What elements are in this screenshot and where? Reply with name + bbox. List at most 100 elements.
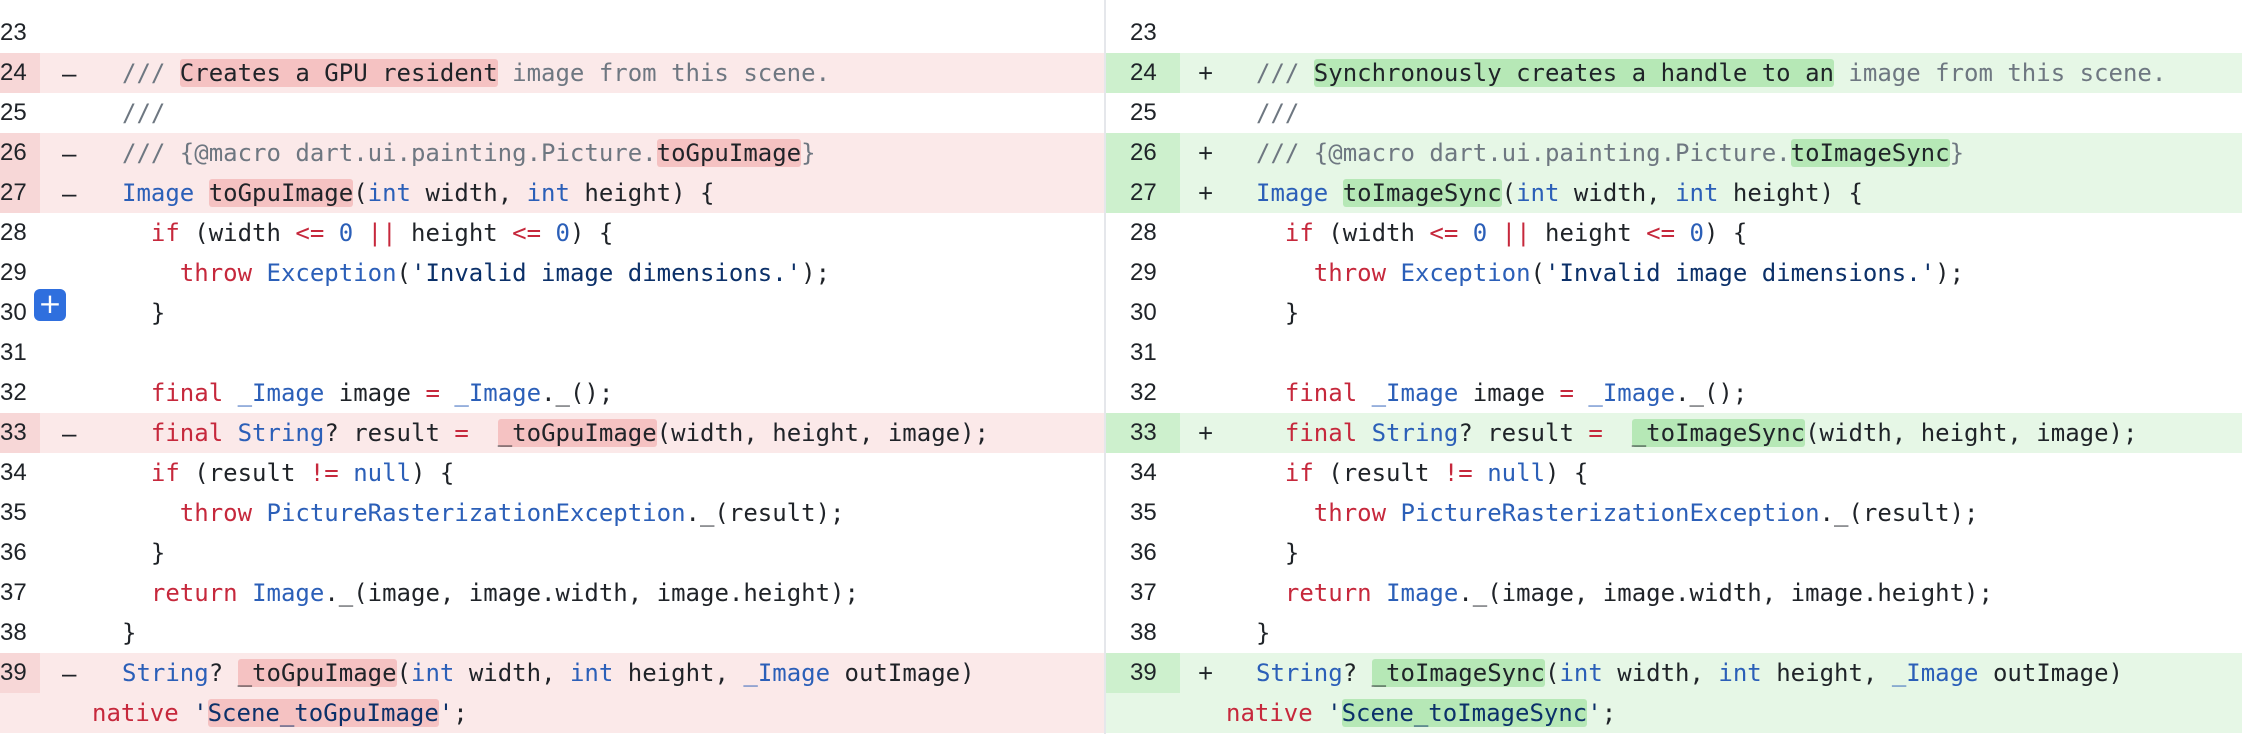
diff-line-removed: native 'Scene_toGpuImage';	[0, 693, 1104, 733]
changed-token: _toImageSync	[1631, 419, 1806, 447]
code-token	[238, 579, 252, 607]
diff-line-added: 39+String? _toImageSync(int width, int h…	[1106, 653, 2242, 693]
line-number[interactable]: 26	[1106, 133, 1180, 173]
code-token: }	[122, 299, 166, 327]
code-token: int	[1516, 179, 1560, 207]
line-number[interactable]: 34	[0, 459, 27, 486]
diff-line-added: 24+/// Synchronously creates a handle to…	[1106, 53, 2242, 93]
line-number[interactable]: 38	[0, 619, 27, 646]
minus-icon: –	[62, 58, 77, 88]
code-token	[541, 219, 555, 247]
code-token: 0	[1689, 219, 1704, 247]
line-number[interactable]: 24	[1106, 53, 1180, 93]
diff-line: 37 return Image._(image, image.width, im…	[1106, 573, 2242, 613]
diff-line: 32 final _Image image = _Image._();	[1106, 373, 2242, 413]
line-number[interactable]: 23	[1130, 19, 1157, 46]
code-token: '	[438, 699, 454, 727]
code-token: String	[122, 659, 209, 687]
line-number[interactable]: 30	[1130, 299, 1157, 326]
line-number[interactable]: 28	[1130, 219, 1157, 246]
changed-token: Scene_toGpuImage	[207, 699, 439, 727]
line-number[interactable]	[0, 693, 40, 733]
line-number[interactable]: 27	[0, 173, 40, 213]
code-text: /// {@macro dart.ui.painting.Picture.toI…	[1256, 133, 1964, 173]
line-number[interactable]: 34	[1130, 459, 1157, 486]
code-token: throw	[1313, 259, 1387, 287]
code-token: !=	[1443, 459, 1473, 487]
diff-line-added: 26+/// {@macro dart.ui.painting.Picture.…	[1106, 133, 2242, 173]
code-token: /// {@macro dart.ui.painting.Picture.	[122, 139, 657, 167]
line-number[interactable]: 28	[0, 219, 27, 246]
line-number[interactable]: 37	[1130, 579, 1157, 606]
code-token: ._(result);	[685, 499, 845, 527]
line-number[interactable]: 36	[0, 539, 27, 566]
code-token	[1487, 219, 1501, 247]
line-number[interactable]: 39	[1106, 653, 1180, 693]
line-number[interactable]: 30	[0, 299, 27, 326]
code-token: Image	[252, 579, 325, 607]
code-token: height	[1530, 219, 1647, 247]
line-number[interactable]: 24	[0, 53, 40, 93]
line-number[interactable]: 32	[1130, 379, 1157, 406]
code-text: return Image._(image, image.width, image…	[122, 573, 859, 613]
code-token: ._(image, image.width, image.height);	[324, 579, 859, 607]
code-token: _Image	[1371, 379, 1459, 407]
code-token: }	[1256, 539, 1300, 567]
line-number[interactable]: 29	[0, 259, 27, 286]
code-token: native	[1226, 699, 1313, 727]
line-number[interactable]: 32	[0, 379, 27, 406]
line-number[interactable]: 35	[0, 499, 27, 526]
code-token: image	[1458, 379, 1560, 407]
line-number[interactable]	[1106, 693, 1180, 733]
code-token: }	[1256, 299, 1300, 327]
code-token: Image	[1386, 579, 1459, 607]
code-text: final String? result = _toImageSync(widt…	[1256, 413, 2137, 453]
code-text: throw PictureRasterizationException._(re…	[122, 493, 845, 533]
line-number[interactable]: 36	[1130, 539, 1157, 566]
line-number[interactable]: 31	[1130, 339, 1157, 366]
line-number[interactable]: 26	[0, 133, 40, 173]
code-token: final	[150, 379, 224, 407]
code-token	[1386, 499, 1400, 527]
line-number[interactable]: 38	[1130, 619, 1157, 646]
code-token: final	[1284, 419, 1358, 447]
code-token: 0	[338, 219, 354, 247]
diff-line: 36 }	[1106, 533, 2242, 573]
diff-line: 38}	[0, 613, 1104, 653]
line-number[interactable]: 39	[0, 653, 40, 693]
line-number[interactable]: 23	[0, 19, 27, 46]
minus-icon: –	[62, 138, 77, 168]
code-token: final	[150, 419, 224, 447]
minus-icon: –	[62, 178, 77, 208]
code-token: <=	[512, 219, 542, 247]
code-token	[324, 219, 338, 247]
line-number[interactable]: 25	[0, 99, 27, 126]
code-token: ._();	[1675, 379, 1748, 407]
code-token: String	[1256, 659, 1343, 687]
code-token	[122, 259, 180, 287]
line-number[interactable]: 33	[0, 413, 40, 453]
code-token	[1372, 579, 1386, 607]
code-token	[1256, 419, 1285, 447]
code-token: ._(image, image.width, image.height);	[1458, 579, 1993, 607]
diff-line: 32 final _Image image = _Image._();	[0, 373, 1104, 413]
code-token: );	[801, 259, 831, 287]
line-number[interactable]: 25	[1130, 99, 1157, 126]
code-token	[353, 219, 367, 247]
line-number[interactable]: 27	[1106, 173, 1180, 213]
line-number[interactable]: 31	[0, 339, 27, 366]
code-text: throw PictureRasterizationException._(re…	[1256, 493, 1979, 533]
changed-token: _toGpuImage	[497, 419, 657, 447]
line-number[interactable]: 33	[1106, 413, 1180, 453]
code-token: <=	[1646, 219, 1676, 247]
code-text: if (width <= 0 || height <= 0) {	[1256, 213, 1747, 253]
line-number[interactable]: 35	[1130, 499, 1157, 526]
code-text: Image toGpuImage(int width, int height) …	[122, 173, 714, 213]
changed-token: Scene_toImageSync	[1341, 699, 1588, 727]
expand-lines-button[interactable]: +	[34, 289, 66, 321]
code-token: (result	[179, 459, 310, 487]
diff-line: 23	[1106, 13, 2242, 53]
line-number[interactable]: 37	[0, 579, 27, 606]
line-number[interactable]: 29	[1130, 259, 1157, 286]
code-text: String? _toGpuImage(int width, int heigh…	[122, 653, 975, 693]
